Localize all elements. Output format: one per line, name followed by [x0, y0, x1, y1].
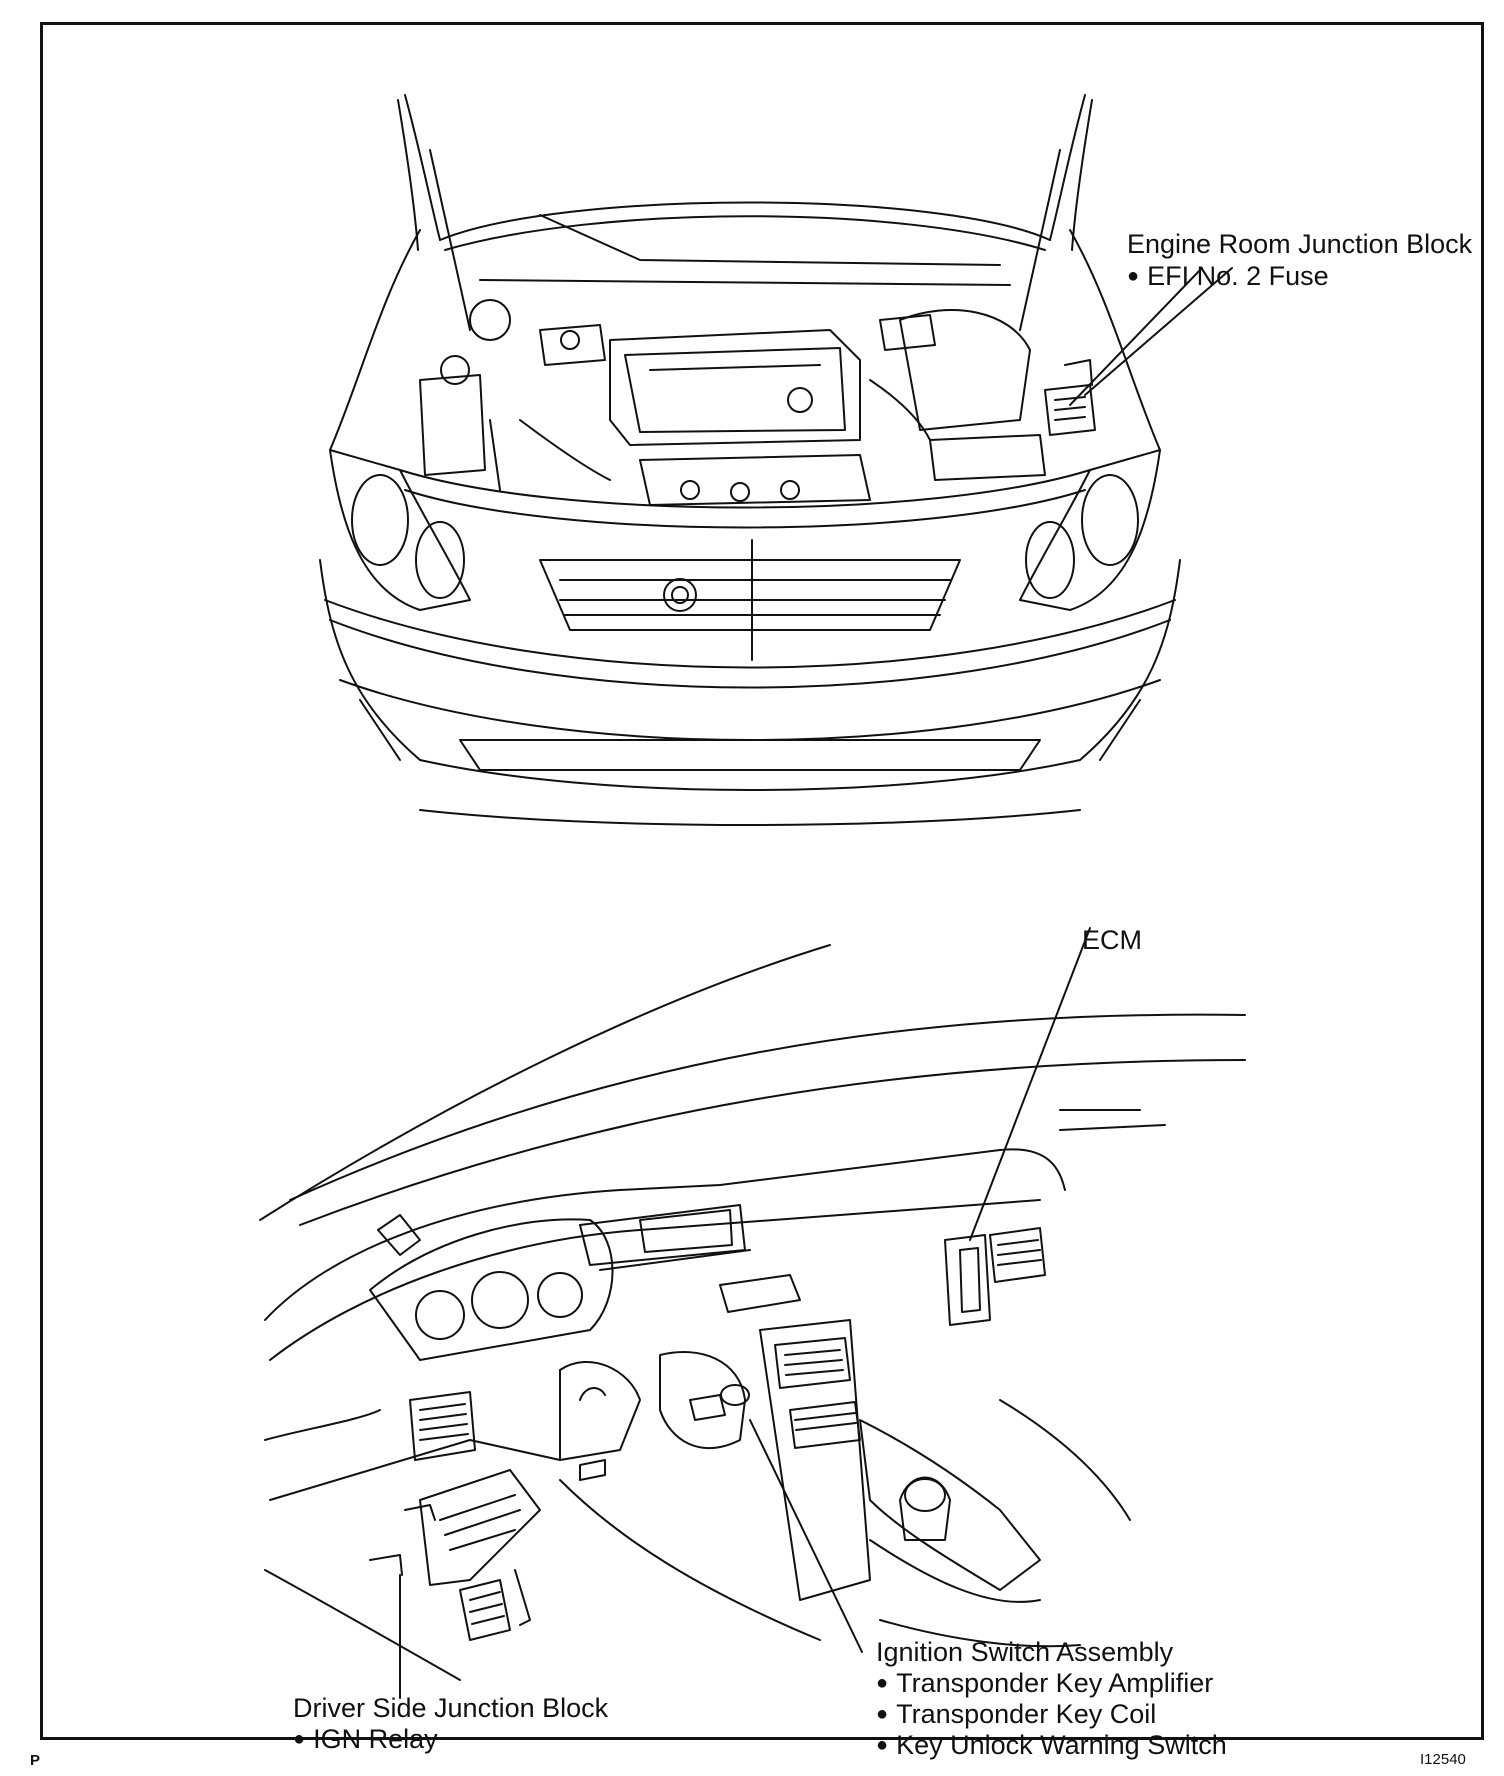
ecm-label: ECM: [1082, 925, 1142, 955]
driver-side-junction-block: [419, 1469, 541, 1586]
interior-leader-lines: [399, 927, 1091, 1699]
transponder-key-coil-label: Transponder Key Coil: [876, 1699, 1156, 1733]
ignition-switch-body: [689, 1394, 726, 1421]
engine-room-junction-block-label: Engine Room Junction Block: [1127, 229, 1473, 259]
engine-bay-drawing: [319, 94, 1181, 826]
driver-side-junction-block-label: Driver Side Junction Block: [293, 1693, 609, 1723]
key-unlock-warning-switch-label: Key Unlock Warning Switch: [876, 1730, 1227, 1764]
ignition-switch-label: Ignition Switch Assembly: [876, 1637, 1174, 1667]
engine-room-junction-block: [1044, 384, 1096, 436]
corner-page-letter: P: [30, 1752, 41, 1769]
efi-fuse-label: EFI No. 2 Fuse: [1127, 261, 1329, 295]
transponder-key-amplifier-label: Transponder Key Amplifier: [876, 1668, 1213, 1702]
ign-relay-label: IGN Relay: [293, 1724, 438, 1758]
dashboard-drawing: [259, 944, 1246, 1681]
figure-code: I12540: [1420, 1751, 1466, 1768]
diagram-frame: [40, 22, 1484, 1740]
